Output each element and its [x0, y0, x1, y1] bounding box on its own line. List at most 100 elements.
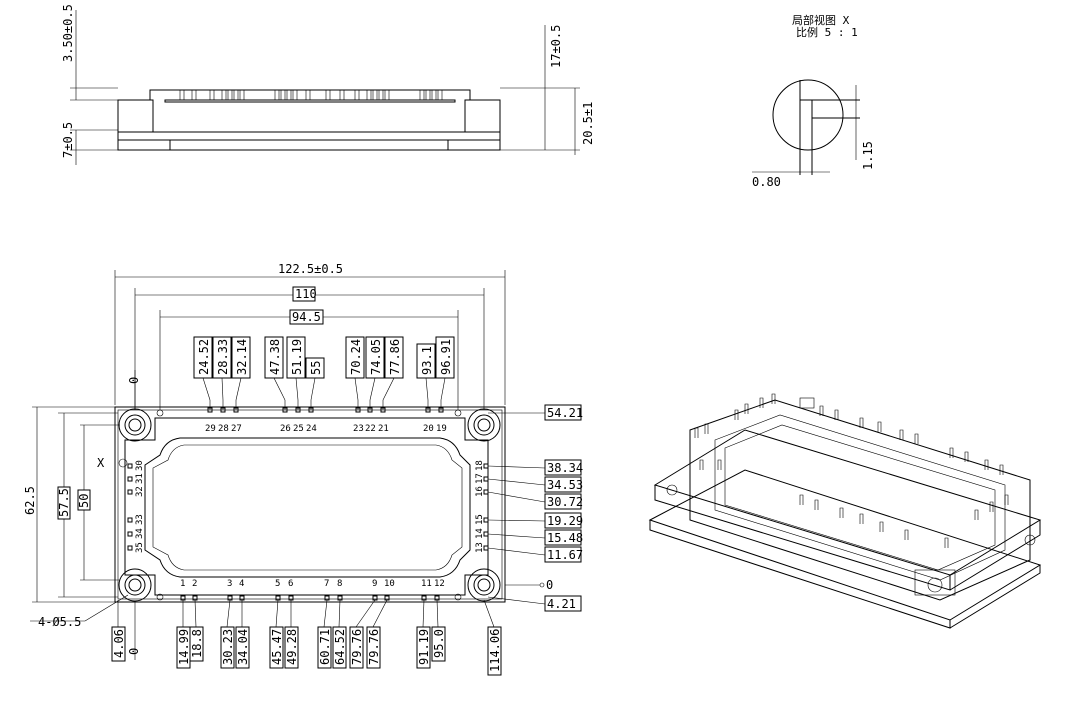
inner-pitch-label: 94.5 [292, 310, 321, 324]
iso-pin [914, 433, 919, 444]
iso-pin [904, 529, 909, 540]
bottom-pin-label: 3 [227, 579, 232, 589]
top-pin [220, 407, 226, 413]
top-pin [438, 407, 444, 413]
origin-bottom-marker: 0 [127, 648, 141, 655]
iso-view [648, 393, 1042, 629]
bottom-pin-label: 11 [421, 579, 432, 589]
mounting-hole-br [467, 568, 501, 602]
iso-pin [944, 537, 949, 548]
right-pin-label: 17 [475, 473, 485, 484]
bottom-pin [337, 595, 343, 601]
iso-pin [759, 397, 764, 408]
bottom-dim-box [220, 626, 235, 669]
top-dim-label: 55 [309, 361, 323, 375]
bottom-pin-label: 1 [180, 579, 185, 589]
top-pin-label: 25 [293, 424, 304, 434]
overall-height-label: 62.5 [23, 486, 37, 515]
iso-pin [699, 459, 704, 470]
iso-pin [814, 499, 819, 510]
top-pin-label: 22 [365, 424, 376, 434]
top-pin-label: 26 [280, 424, 291, 434]
bottom-dim-label: 34.04 [236, 629, 250, 665]
bottom-pin-label: 10 [384, 579, 395, 589]
right-dim-label: 34.53 [547, 478, 583, 492]
right-dim-label: 4.21 [547, 597, 576, 611]
bottom-pin-label: 6 [288, 579, 293, 589]
right-dim-label: 11.67 [547, 548, 583, 562]
bottom-dim-box [431, 626, 446, 662]
iso-pin [877, 421, 882, 432]
left-pin-label: 31 [135, 473, 145, 484]
bottom-pin [180, 595, 186, 601]
bottom-pin-label: 5 [275, 579, 280, 589]
right-dim-box [544, 476, 582, 493]
right-dim-label: 30.72 [547, 495, 583, 509]
bottom-pin [324, 595, 330, 601]
top-dim-label: 51.19 [290, 339, 304, 375]
detail-dim-height: 1.15 [861, 141, 875, 170]
right-pin-label: 16 [475, 486, 485, 497]
right-dim-label: 19.29 [547, 514, 583, 528]
bottom-dim-box [487, 626, 502, 676]
detail-view: 局部视图 X 比例 5 : 1 0.80 1.15 [752, 13, 875, 189]
bottom-pin [275, 595, 281, 601]
right-pin-label: 13 [475, 542, 485, 553]
right-dim-box [544, 529, 582, 546]
height-57-label: 57.5 [57, 488, 71, 517]
bottom-pin [372, 595, 378, 601]
top-pin [282, 407, 288, 413]
iso-pin [964, 451, 969, 462]
detail-dim-width: 0.80 [752, 175, 781, 189]
right-dim-box [544, 459, 582, 476]
side-dim-right-top: 17±0.5 [549, 25, 563, 68]
top-pin-label: 28 [218, 424, 229, 434]
bottom-dim-box [332, 626, 347, 669]
top-dim-label: 77.86 [388, 339, 402, 375]
iso-pin [819, 405, 824, 416]
top-pin-label: 19 [436, 424, 447, 434]
iso-pin [989, 501, 994, 512]
iso-pin [879, 521, 884, 532]
bottom-pin-label: 4 [239, 579, 244, 589]
left-pin [127, 476, 133, 482]
right-dim-box [544, 546, 582, 563]
iso-pin [1004, 494, 1009, 505]
top-dim-label: 70.24 [349, 339, 363, 375]
iso-pin [899, 429, 904, 440]
top-pin [355, 407, 361, 413]
right-dim-box [544, 595, 582, 612]
iso-pin [799, 494, 804, 505]
top-pin [425, 407, 431, 413]
top-pin-label: 29 [205, 424, 216, 434]
top-dim-label: 24.52 [197, 339, 211, 375]
right-dim-label: 54.21 [547, 406, 583, 420]
left-pin-label: 35 [135, 542, 145, 553]
iso-pin [717, 459, 722, 470]
bottom-dim-label: 18.8 [190, 629, 204, 658]
bottom-dim-box [317, 626, 332, 669]
bottom-dim-label: 79.76 [350, 629, 364, 665]
bottom-dim-box [235, 626, 250, 669]
top-pins: 24.522928.332832.142747.382651.192555247… [193, 336, 455, 434]
top-pin-label: 20 [423, 424, 434, 434]
detail-marker: X [97, 456, 105, 470]
left-pin-label: 30 [135, 460, 145, 471]
bottom-dim-box [284, 626, 299, 669]
top-pin [295, 407, 301, 413]
top-pin [308, 407, 314, 413]
top-pin [207, 407, 213, 413]
left-pin-label: 33 [135, 514, 145, 525]
side-view: 3.50±0.5 7±0.5 17±0.5 20.5±1 [61, 4, 595, 165]
bottom-dim-label: 79.76 [367, 629, 381, 665]
bottom-dim-label: 49.28 [285, 629, 299, 665]
side-dim-left-top: 3.50±0.5 [61, 4, 75, 62]
origin-right-marker: 0 [546, 578, 553, 592]
iso-pin [694, 427, 699, 438]
bottom-dim-box [269, 626, 284, 669]
detail-title-line2: 比例 5 : 1 [796, 25, 858, 39]
right-pin-label: 14 [475, 528, 485, 539]
top-dim-label: 93.1 [420, 346, 434, 375]
